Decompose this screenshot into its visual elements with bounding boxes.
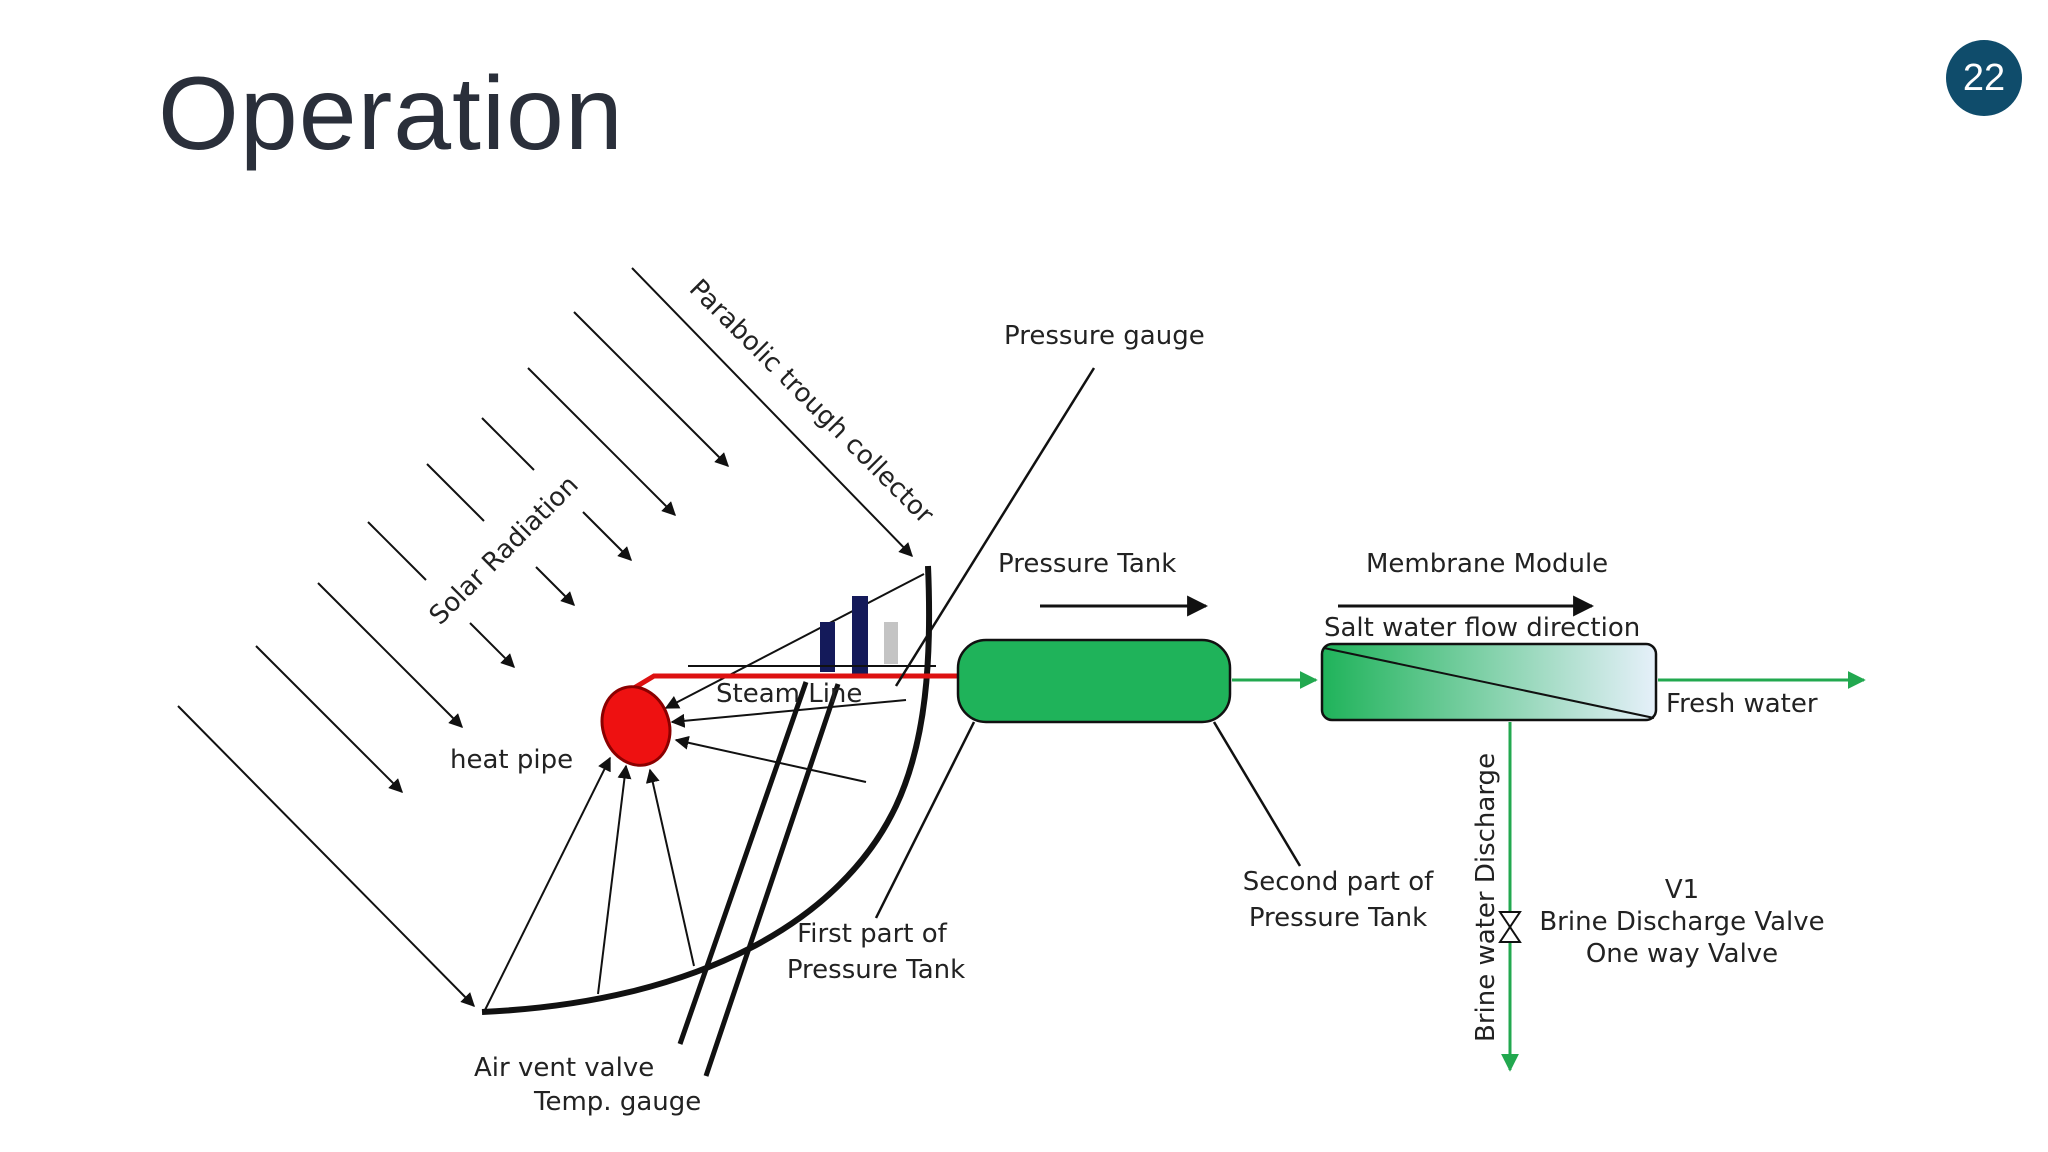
label-brine-discharge-valve: Brine Discharge Valve [1539,907,1824,937]
radiation-ray [527,367,676,516]
label-heat-pipe: heat pipe [450,745,573,775]
first-part-leader [874,721,976,919]
heat-pipe [600,685,672,767]
pressure-gauge-leader [894,367,1096,687]
label-solar-radiation: Solar Radiation [424,470,585,631]
second-part-leader [1212,721,1302,867]
reflected-ray [483,756,611,1013]
label-pressure-gauge: Pressure gauge [1004,321,1205,351]
pressure-tank [956,638,1232,724]
radiation-ray [481,417,535,471]
gauge-bar-3 [884,622,898,664]
label-parabolic-trough-collector: Parabolic trough collector [683,274,939,530]
label-one-way-valve: One way Valve [1586,939,1778,969]
label-temp-gauge: Temp. gauge [533,1087,701,1117]
label-pressure-tank: Pressure Tank [998,549,1176,579]
reflected-ray [664,573,925,709]
radiation-ray [535,566,575,606]
label-first-part-line-2: Pressure Tank [787,955,965,985]
reflected-ray [674,735,867,783]
parabolic-trough-collector [481,565,933,1015]
gauge-bar-1 [820,622,835,672]
label-air-vent-valve: Air vent valve [474,1053,654,1083]
label-second-part-line-2: Pressure Tank [1249,903,1427,933]
radiation-ray [582,511,632,561]
radiation-ray [573,311,729,467]
reflected-ray [597,764,632,995]
label-second-part-line-1: Second part of [1243,867,1434,897]
label-brine-water-discharge: Brine water Discharge [1471,753,1501,1042]
membrane-diagonal [1323,647,1655,719]
radiation-ray [255,645,403,793]
label-membrane-module: Membrane Module [1366,549,1608,579]
temp-gauge-pipe [703,683,841,1077]
solar-radiation-rays [177,267,913,1007]
air-vent-valve-pipe [677,681,809,1045]
reflected-ray [670,699,907,728]
page-number-badge: 22 [1946,40,2022,116]
gauge-bar-2 [852,596,868,674]
radiation-ray [426,463,485,522]
label-v1: V1 [1665,875,1699,905]
radiation-ray [177,705,475,1007]
label-salt-water-flow-direction: Salt water flow direction [1324,613,1640,643]
reflected-ray [645,768,695,967]
radiation-ray [631,267,913,558]
slide-title: Operation [158,56,624,172]
reflected-rays [483,573,925,1013]
radiation-ray [367,521,427,581]
brine-discharge-valve-icon [1498,911,1522,943]
label-steam-line: Steam Line [716,679,862,709]
label-first-part-line-1: First part of [797,919,947,949]
label-fresh-water: Fresh water [1666,689,1818,719]
radiation-ray [317,582,463,728]
radiation-ray [469,622,515,668]
